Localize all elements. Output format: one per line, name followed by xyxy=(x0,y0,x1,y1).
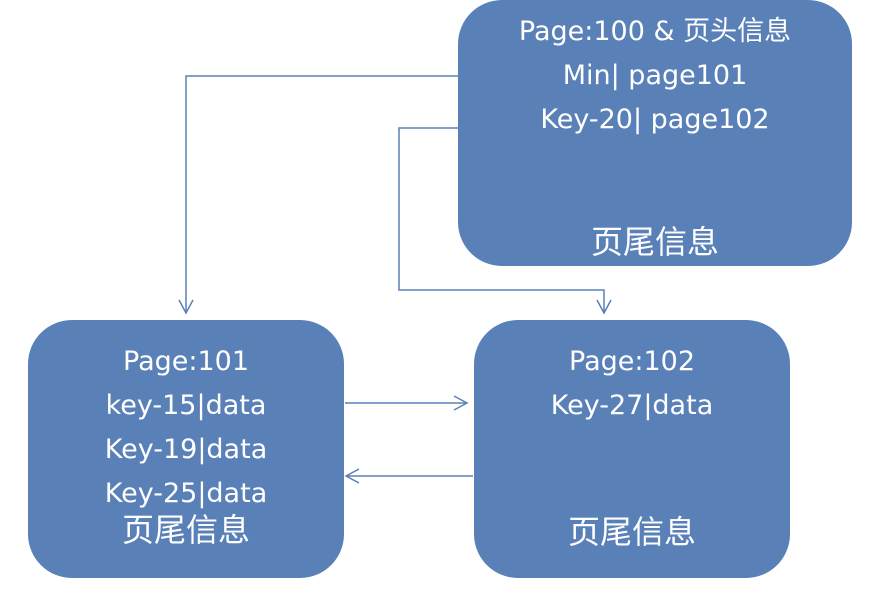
pointer-key20-to-page102 xyxy=(398,127,605,313)
page-101-title: Page:101 xyxy=(123,346,249,377)
page-100-min-pointer-line: Min| page101 xyxy=(562,60,748,91)
page-100-footer: 页尾信息 xyxy=(590,223,719,261)
sibling-link-102-to-101-arrowhead xyxy=(344,468,360,484)
page-101-record-key15: key-15|data xyxy=(105,390,267,421)
page-102-record-key27: Key-27|data xyxy=(550,390,714,421)
page-101-footer: 页尾信息 xyxy=(121,511,250,549)
sibling-link-101-to-102-arrowhead xyxy=(453,395,469,411)
page-102-node: Page:102 Key-27|data 页尾信息 xyxy=(474,320,790,578)
page-100-node: Page:100 & 页头信息 Min| page101 Key-20| pag… xyxy=(458,0,852,266)
page-101-record-key19: Key-19|data xyxy=(104,434,268,465)
page-102-title: Page:102 xyxy=(569,346,695,377)
page-101-entries: Page:101 key-15|data Key-19|data Key-25|… xyxy=(28,320,344,516)
pointer-key20-to-page102-arrowhead xyxy=(596,299,612,315)
page-100-entries: Page:100 & 页头信息 Min| page101 Key-20| pag… xyxy=(458,0,852,142)
page-100-key20-pointer-line: Key-20| page102 xyxy=(540,104,770,135)
page-102-entries: Page:102 Key-27|data xyxy=(474,320,790,428)
page-102-footer: 页尾信息 xyxy=(567,513,696,551)
page-101-node: Page:101 key-15|data Key-19|data Key-25|… xyxy=(28,320,344,578)
pointer-min-to-page101-arrowhead xyxy=(178,299,194,315)
page-100-header-line: Page:100 & 页头信息 xyxy=(518,16,792,47)
pointer-min-to-page101 xyxy=(185,75,458,312)
page-101-record-key25: Key-25|data xyxy=(104,478,268,509)
